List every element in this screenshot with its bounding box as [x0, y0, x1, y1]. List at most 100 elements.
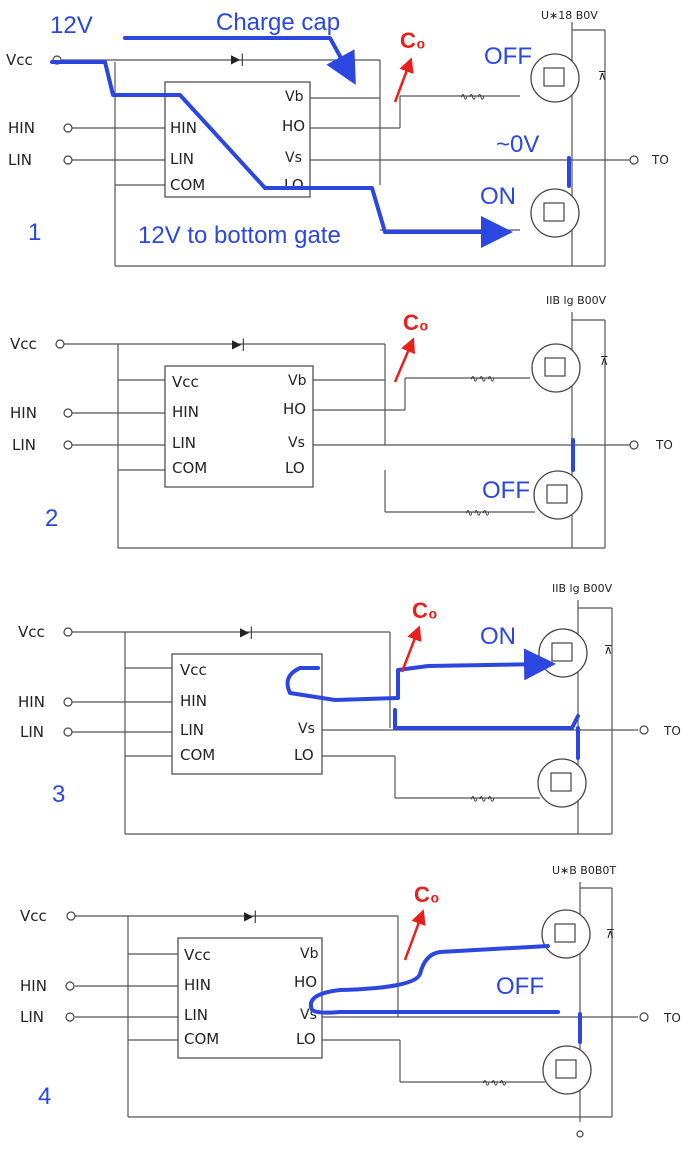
pin-hin: HIN	[180, 692, 207, 710]
rail-label: IIB lg B00V	[552, 582, 613, 595]
panel-number: 2	[45, 505, 58, 532]
pin-vb: Vb	[300, 946, 319, 962]
lin-terminal[interactable]	[65, 1012, 75, 1022]
panel-number: 3	[52, 781, 65, 808]
rail-label: U∗B B0B0T	[552, 864, 616, 877]
vcc-terminal[interactable]	[63, 627, 73, 637]
low-side-mosfet-symbol	[543, 202, 565, 222]
pin-ho: HO	[283, 400, 306, 418]
pin-lin: LIN	[170, 150, 194, 168]
hin-label: HIN	[20, 977, 47, 995]
out-label: TO	[655, 438, 673, 452]
high-side-mosfet-symbol	[554, 923, 576, 943]
pin-lin: LIN	[180, 721, 204, 739]
cap-arrow	[393, 337, 415, 383]
lin-terminal[interactable]	[63, 440, 73, 450]
hin-terminal[interactable]	[63, 408, 73, 418]
low-gate-resistor-icon: ∿∿∿	[465, 508, 490, 519]
out-label: TO	[663, 1011, 681, 1025]
bottom-state-label: ON	[480, 183, 516, 210]
low-side-mosfet	[530, 188, 580, 238]
pin-com: COM	[184, 1030, 219, 1048]
hin-terminal[interactable]	[63, 697, 73, 707]
pin-vb: Vb	[285, 89, 304, 105]
lin-terminal[interactable]	[63, 727, 73, 737]
high-side-mosfet-symbol	[544, 357, 566, 377]
low-side-mosfet	[542, 1045, 592, 1095]
label-12v-bottom-gate: 12V to bottom gate	[138, 222, 341, 249]
high-side-mosfet	[538, 628, 588, 678]
top-state-label: ON	[480, 623, 516, 650]
panel-1: ▶| ⊼ ∿∿∿ Vcc HIN LIN HIN LIN COM Vb HO V…	[6, 9, 669, 267]
flyback-diode-icon: ⊼	[600, 354, 609, 368]
flow-charge-cap	[123, 36, 356, 86]
pin-lin: LIN	[172, 434, 196, 452]
pin-vcc: Vcc	[172, 373, 199, 391]
out-terminal[interactable]	[629, 155, 639, 165]
pin-vcc: Vcc	[180, 661, 207, 679]
hin-label: HIN	[8, 119, 35, 137]
pin-vcc: Vcc	[184, 946, 211, 964]
out-terminal[interactable]	[639, 1012, 649, 1022]
vcc-terminal[interactable]	[66, 911, 76, 921]
driver-ic	[171, 653, 323, 775]
cap-label: C₀	[403, 310, 429, 335]
pin-hin: HIN	[184, 976, 211, 994]
gate-resistor-icon: ∿∿∿	[460, 92, 485, 103]
out-label: TO	[663, 724, 681, 738]
panel-4: ▶| ⊼ ∿∿∿ Vcc HIN LIN Vcc HIN LIN COM Vb …	[20, 864, 681, 1138]
flow-cap-to-top-gate	[285, 648, 556, 702]
pin-com: COM	[180, 746, 215, 764]
lin-label: LIN	[8, 151, 32, 169]
pin-vs: Vs	[298, 721, 315, 737]
hin-label: HIN	[10, 404, 37, 422]
bottom-node	[576, 1130, 584, 1138]
rail-label: U∗18 B0V	[541, 9, 598, 22]
pin-ho: HO	[294, 973, 317, 991]
pin-lin: LIN	[184, 1006, 208, 1024]
mid-state-label: OFF	[496, 973, 544, 1000]
pin-com: COM	[172, 459, 207, 477]
vcc-label: Vcc	[18, 623, 45, 641]
low-side-mosfet-symbol	[550, 772, 572, 792]
high-side-mosfet	[541, 909, 591, 959]
high-side-mosfet	[530, 53, 580, 103]
out-terminal[interactable]	[629, 440, 639, 450]
low-side-mosfet-symbol	[546, 484, 568, 504]
top-state-label: OFF	[484, 43, 532, 70]
pin-ho: HO	[282, 117, 305, 135]
lin-terminal[interactable]	[63, 155, 73, 165]
hin-terminal[interactable]	[65, 981, 75, 991]
driver-ic	[164, 365, 314, 488]
rail-label: IIB lg B00V	[546, 294, 607, 307]
vcc-terminal[interactable]	[55, 339, 65, 349]
diode-icon: ▶|	[231, 52, 244, 66]
lin-label: LIN	[20, 723, 44, 741]
high-side-mosfet-symbol	[543, 67, 565, 87]
cap-arrow	[393, 57, 414, 103]
panel-number: 4	[38, 1083, 51, 1110]
flow-output-node	[393, 708, 580, 730]
hin-terminal[interactable]	[63, 123, 73, 133]
out-terminal[interactable]	[639, 725, 649, 735]
pin-lo: LO	[296, 1030, 316, 1048]
cap-arrow	[400, 625, 422, 673]
vcc-label: Vcc	[20, 907, 47, 925]
label-charge-cap: Charge cap	[216, 9, 340, 36]
panel-number: 1	[28, 219, 41, 246]
flow-12v-to-bottom-gate	[50, 60, 513, 248]
flyback-diode-icon: ⊼	[598, 69, 607, 83]
flyback-diode-icon: ⊼	[606, 927, 615, 941]
hin-label: HIN	[18, 693, 45, 711]
cap-arrow	[403, 909, 426, 961]
flow-top-gate-discharge	[308, 944, 560, 1015]
mid-node-label: ~0V	[496, 131, 539, 158]
vcc-label: Vcc	[6, 51, 33, 69]
pin-hin: HIN	[172, 403, 199, 421]
driver-ic	[177, 937, 323, 1059]
pin-vs: Vs	[288, 435, 305, 451]
lin-label: LIN	[12, 436, 36, 454]
pin-com: COM	[170, 176, 205, 194]
